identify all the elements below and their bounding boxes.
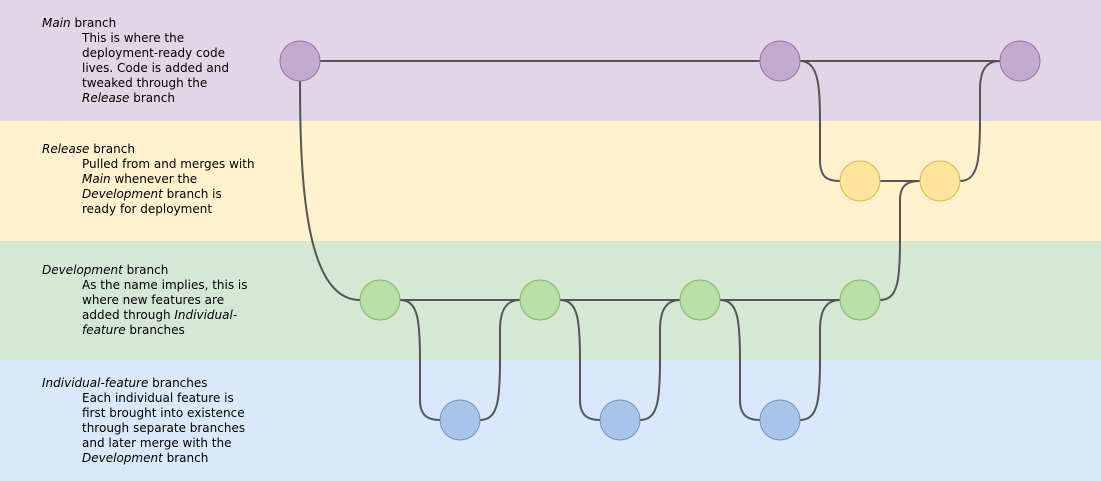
feature-commit-1-node <box>439 399 481 441</box>
development-commit-1-node <box>359 279 401 321</box>
release-commit-1-node <box>839 160 881 202</box>
lane-main-description: This is where the deployment-ready code … <box>82 31 229 105</box>
lane-release-description: Pulled from and merges with Main wheneve… <box>82 157 255 216</box>
lane-development-description: As the name implies, this is where new f… <box>82 278 248 337</box>
edge-feature-1-to-development <box>479 299 521 421</box>
lane-feature-description: Each individual feature is first brought… <box>82 391 246 465</box>
edge-development-to-feature-3 <box>719 299 761 421</box>
development-commit-3-node <box>679 279 721 321</box>
edge-development-to-feature-2 <box>559 299 601 421</box>
edge-feature-3-to-development <box>799 299 841 421</box>
lane-feature-title: Individual-feature branches <box>42 376 208 390</box>
lane-development-label: Development branch As the name implies, … <box>42 263 257 338</box>
main-commit-2-node <box>759 40 801 82</box>
edge-main-to-release <box>799 60 841 182</box>
feature-commit-3-node <box>759 399 801 441</box>
development-commit-2-node <box>519 279 561 321</box>
lane-development-title: Development branch <box>42 263 169 277</box>
lane-main-label: Main branch This is where the deployment… <box>42 16 257 106</box>
lane-release-title: Release branch <box>42 142 135 156</box>
lane-main-title: Main branch <box>42 16 117 30</box>
lane-release-label: Release branch Pulled from and merges wi… <box>42 142 257 217</box>
edge-development-to-feature-1 <box>399 299 441 421</box>
feature-commit-2-node <box>599 399 641 441</box>
edge-development-to-release <box>879 180 921 301</box>
edge-release-to-main <box>959 60 1001 182</box>
lane-feature-label: Individual-feature branches Each individ… <box>42 376 257 466</box>
lane-feature: Individual-feature branches Each individ… <box>0 360 1101 481</box>
edge-main-to-development <box>299 80 361 301</box>
development-commit-4-node <box>839 279 881 321</box>
main-commit-1-node <box>279 40 321 82</box>
release-commit-2-node <box>919 160 961 202</box>
lane-development: Development branch As the name implies, … <box>0 241 1101 360</box>
edge-feature-2-to-development <box>639 299 681 421</box>
main-commit-3-node <box>999 40 1041 82</box>
